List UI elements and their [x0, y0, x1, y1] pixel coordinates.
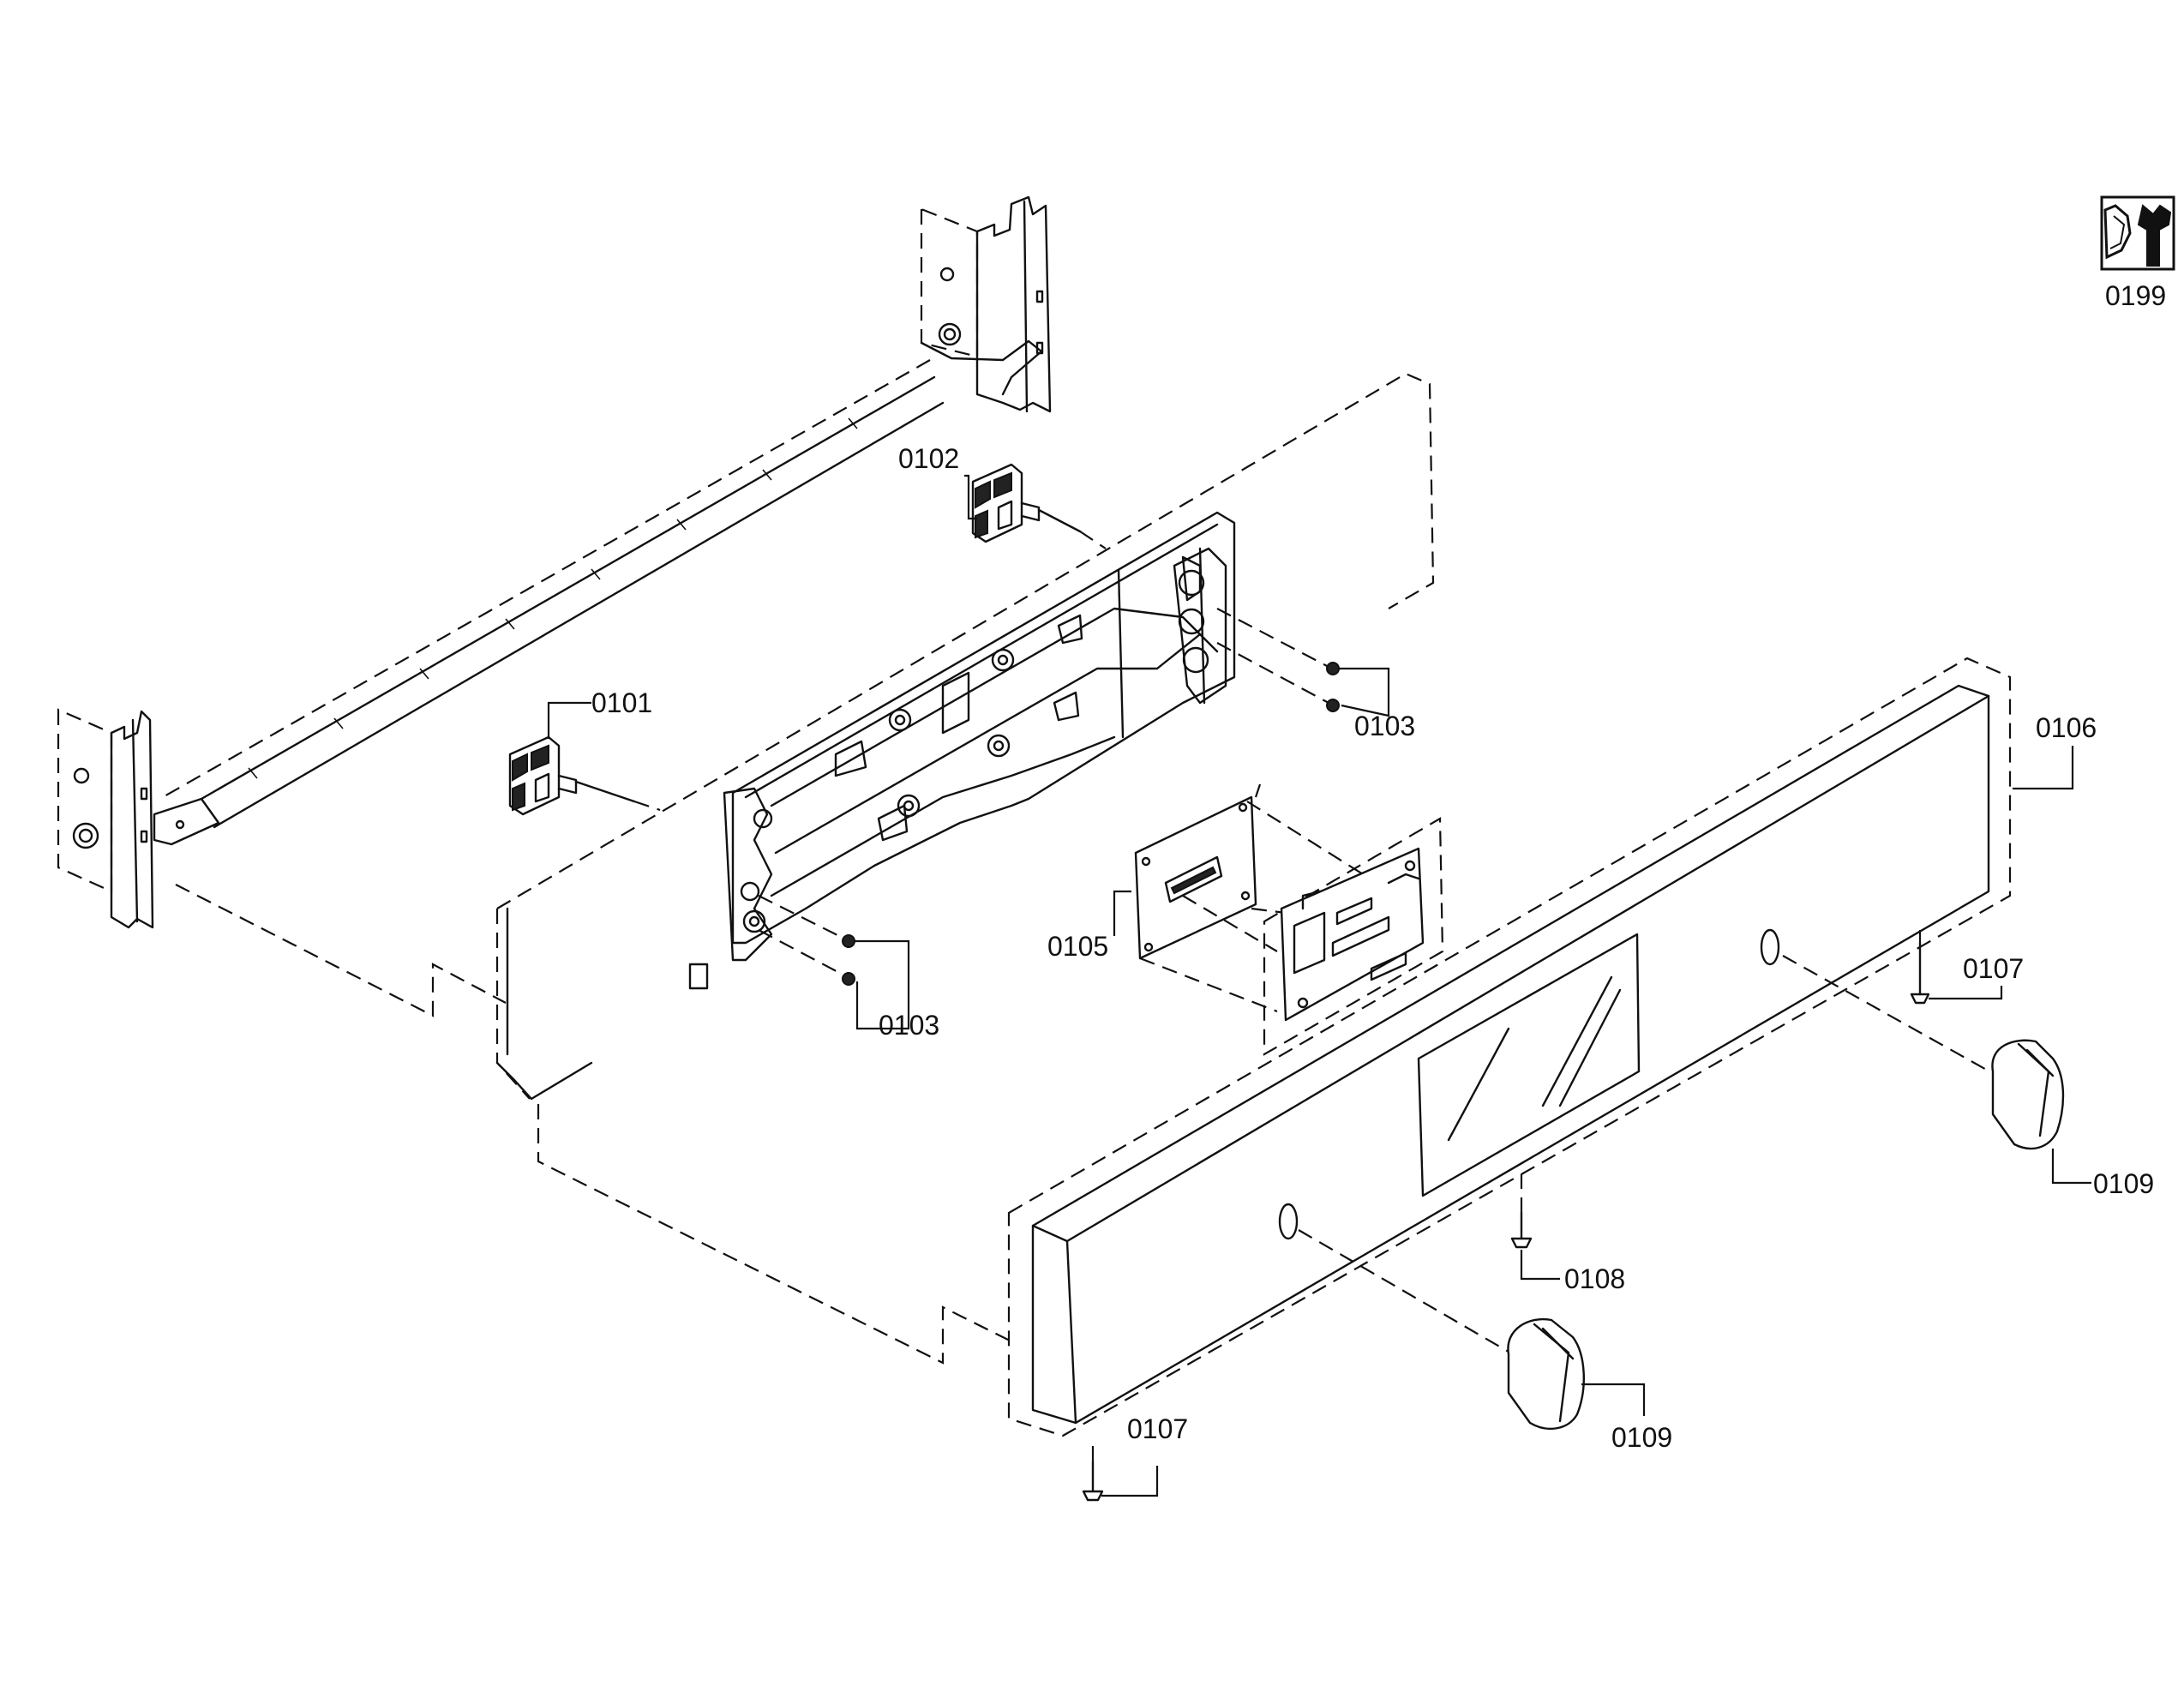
switch-0101: [508, 701, 661, 816]
mounting-plate: [1263, 817, 1444, 1056]
switch-carrier-panel: [495, 372, 1435, 1101]
callout-0107-left: 0107: [1127, 1413, 1188, 1444]
control-fascia: [537, 657, 2012, 1437]
callout-0199: 0199: [2105, 280, 2166, 311]
callout-0102: 0102: [898, 443, 959, 474]
callout-0101: 0101: [591, 687, 652, 718]
screw-0107-left: [1082, 1440, 1159, 1502]
callout-0103-upper: 0103: [1354, 711, 1415, 741]
knob-0109-left: [1298, 1229, 1646, 1430]
leader-0106: [2013, 746, 2074, 790]
callout-0107-right: 0107: [1963, 953, 2024, 984]
callout-0109-left: 0109: [1611, 1422, 1672, 1453]
callout-0106: 0106: [2036, 712, 2097, 743]
screws-0103-upper: [1216, 608, 1390, 717]
rear-frame-rail: [57, 195, 1052, 1017]
switch-0102: [964, 463, 1107, 549]
nut-and-wrench-icon: [2100, 195, 2175, 271]
screw-0108: [1510, 1174, 1560, 1281]
callout-0103-lower: 0103: [879, 1010, 939, 1041]
knob-0109-right: [1782, 955, 2091, 1185]
screw-0107-right: [1910, 930, 2003, 1005]
callout-0105: 0105: [1047, 931, 1108, 962]
screws-0103-lower: [758, 895, 910, 1030]
callout-0109-right: 0109: [2093, 1168, 2154, 1199]
callout-0108: 0108: [1564, 1263, 1625, 1294]
